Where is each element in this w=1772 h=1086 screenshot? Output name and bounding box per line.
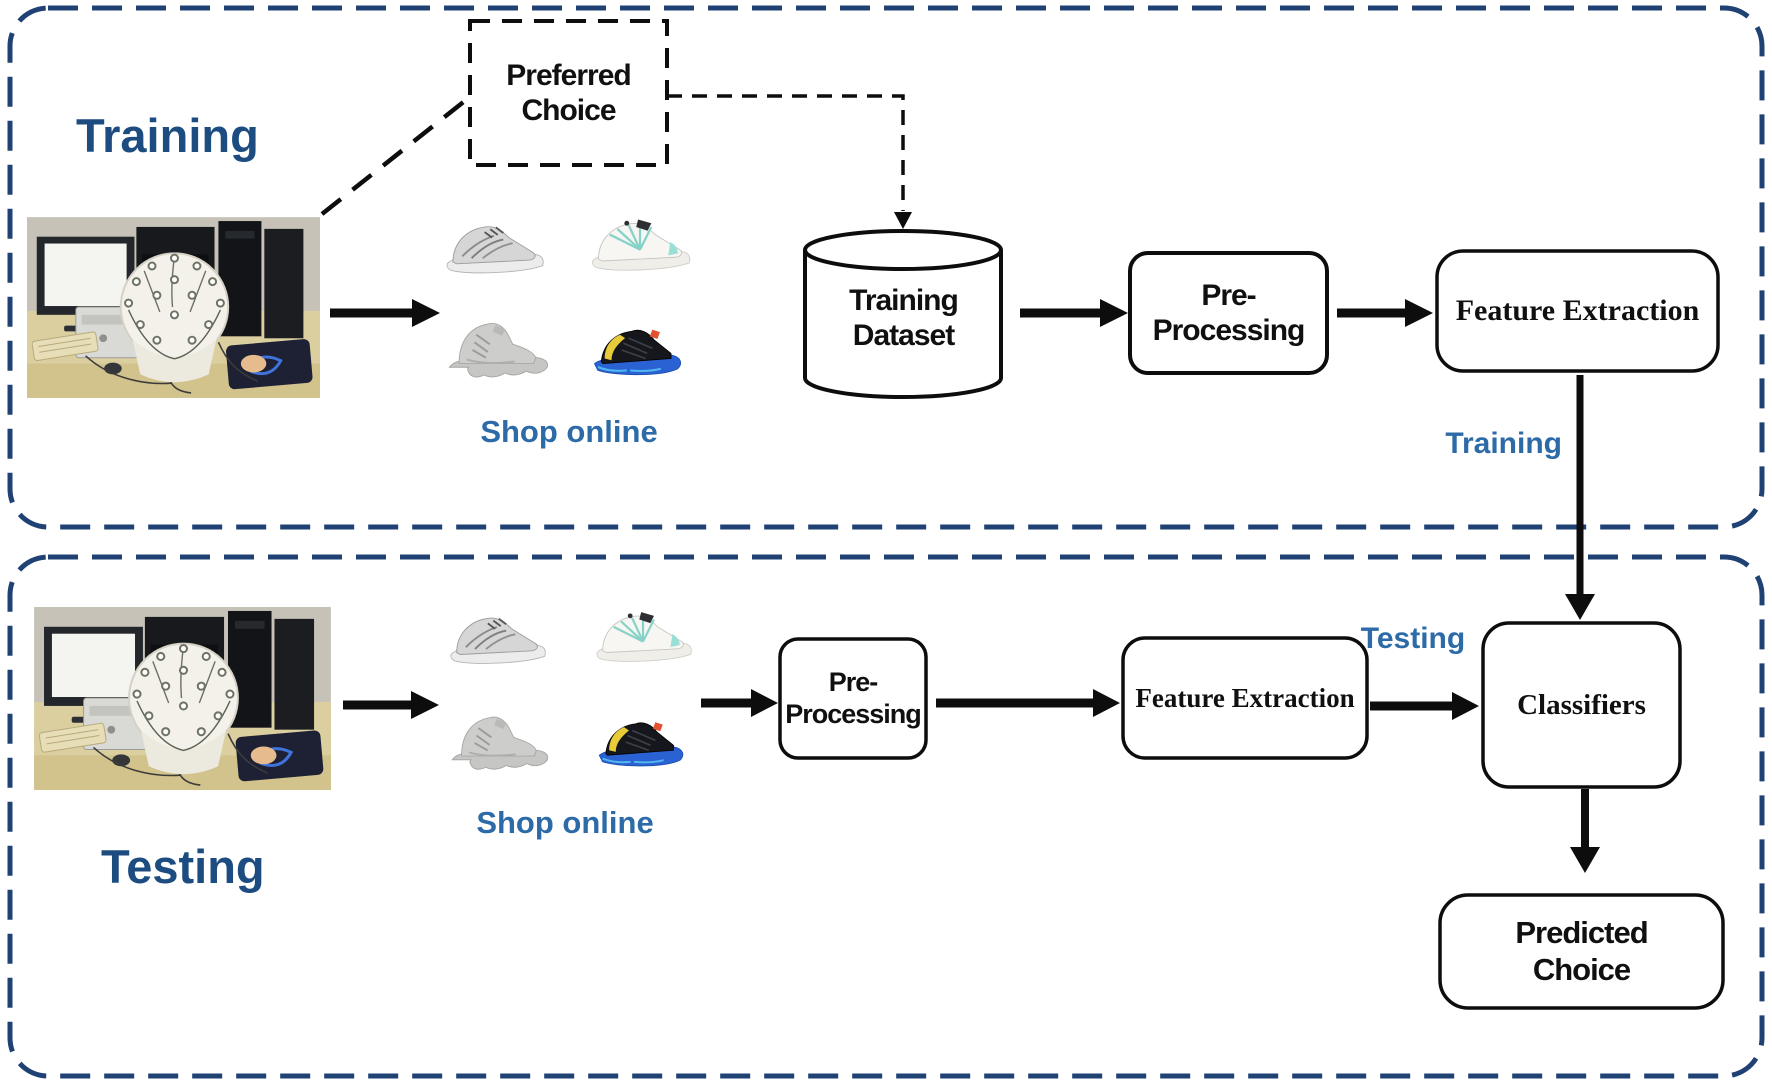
black-blue-sneaker-icon <box>597 720 685 768</box>
shop-online-label-testing: Shop online <box>476 805 654 840</box>
arrow-shoes-to-dataset <box>1020 299 1128 327</box>
flow-arrows <box>330 299 1600 873</box>
preprocessing-label-training: Pre- Processing <box>1152 278 1306 347</box>
preprocessing-box-training <box>1128 251 1329 375</box>
training-dataset-label: Training Dataset <box>849 283 959 352</box>
feature-extraction-box-testing <box>1121 636 1369 760</box>
arrow-feature-extraction-to-classifiers-testing <box>1370 692 1479 720</box>
feature-extraction-box-training <box>1435 249 1720 373</box>
white-teal-sneaker-icon <box>591 218 691 272</box>
training-dataset-cylinder <box>803 229 1003 399</box>
arrow-shoes-to-preprocessing <box>701 689 778 717</box>
classifiers-label: Classifiers <box>1517 688 1646 721</box>
white-teal-sneaker-icon <box>595 611 693 663</box>
predicted-choice-box <box>1438 893 1725 1010</box>
preprocessing-label-testing: Pre- Processing <box>785 666 922 729</box>
preferred-to-dataset-dashed-arrow <box>667 94 912 229</box>
training-flow-label: Training <box>1445 427 1562 460</box>
arrow-photo-to-shoes-training <box>330 299 440 327</box>
arrow-feature-extraction-to-classifiers-vertical <box>1565 375 1595 620</box>
photo-to-preferred-dashed-line <box>320 98 468 216</box>
arrow-photo-to-shoes-testing <box>343 691 439 719</box>
testing-section-title: Testing <box>101 840 265 893</box>
gray-sneaker-icon <box>449 617 547 665</box>
gray-sneaker-icon <box>446 225 545 274</box>
gray-hightop-sneaker-icon <box>448 322 549 379</box>
feature-extraction-label-testing: Feature Extraction <box>1135 682 1355 713</box>
arrow-dataset-to-preprocessing <box>1337 299 1433 327</box>
training-section-title: Training <box>76 109 259 162</box>
eeg-photo-training <box>27 215 320 400</box>
gray-hightop-sneaker-icon <box>451 715 549 771</box>
feature-extraction-label-training: Feature Extraction <box>1455 294 1700 327</box>
training-section-border <box>7 5 1765 530</box>
preferred-choice-label: Preferred Choice <box>506 58 631 127</box>
classifiers-box <box>1481 621 1682 789</box>
testing-section-border <box>7 554 1765 1079</box>
preferred-choice-box <box>468 19 669 167</box>
shop-online-label-training: Shop online <box>480 414 658 449</box>
arrow-preprocessing-to-feature-extraction-testing <box>936 689 1120 717</box>
testing-flow-label: Testing <box>1360 622 1466 655</box>
arrow-classifiers-to-predicted-choice <box>1570 789 1600 873</box>
preprocessing-box-testing <box>778 637 928 760</box>
predicted-choice-label: Predicted Choice <box>1515 914 1648 987</box>
eeg-photo-testing <box>32 607 333 790</box>
black-blue-sneaker-icon <box>593 328 682 376</box>
